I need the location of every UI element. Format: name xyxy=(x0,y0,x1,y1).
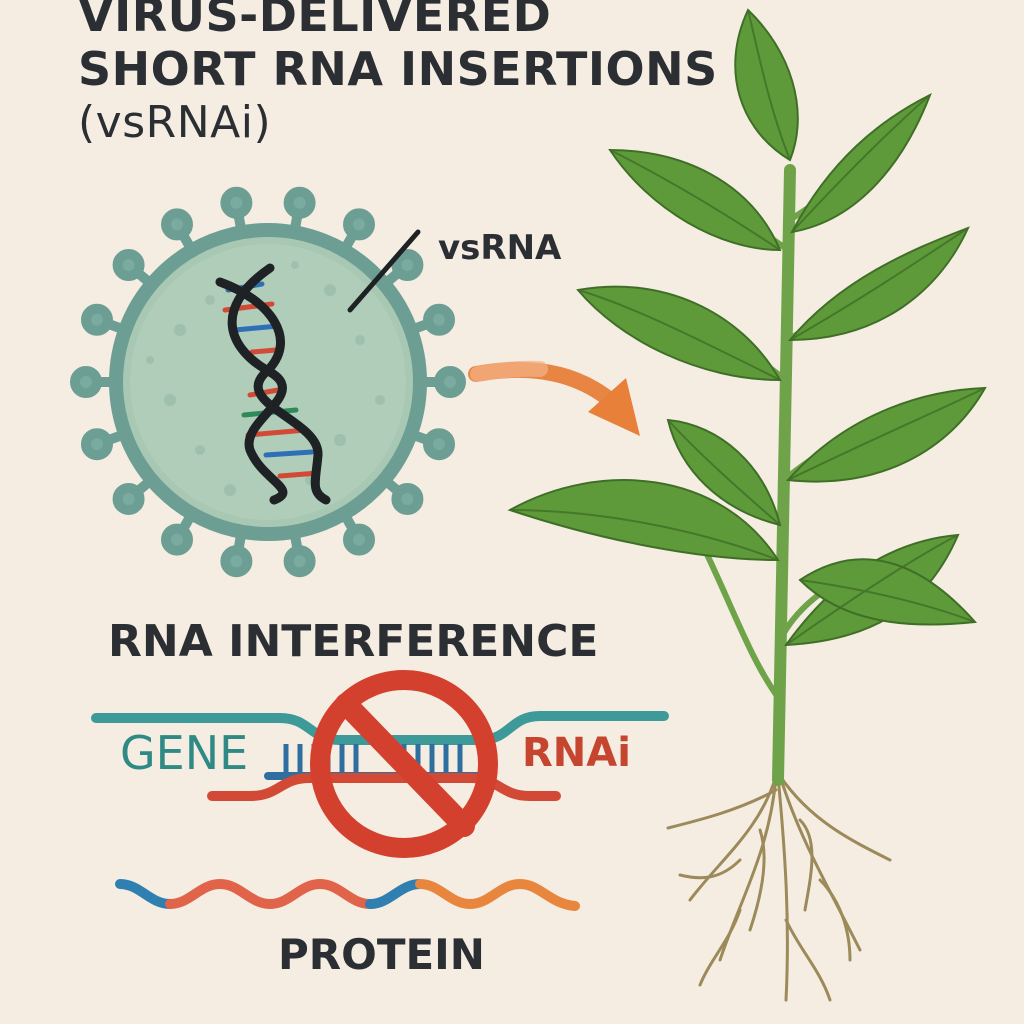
roots xyxy=(666,774,892,1002)
rnai-label: RNAi xyxy=(522,730,631,776)
title-line-1: VIRUS-DELIVERED xyxy=(78,0,552,42)
title-line-2: SHORT RNA INSERTIONS xyxy=(78,42,718,96)
virus-spike-tip xyxy=(70,366,102,398)
vsrna-label: vsRNA xyxy=(438,228,562,268)
virus-icon xyxy=(70,186,466,578)
virus-spike-tip xyxy=(283,186,316,219)
virus-spike-tip xyxy=(161,523,193,556)
virus-spike-tip xyxy=(112,482,145,515)
dna-helix-icon xyxy=(215,263,331,505)
protein-wave xyxy=(115,878,580,911)
arrow-icon xyxy=(468,360,640,436)
title-block: VIRUS-DELIVERED SHORT RNA INSERTIONS (vs… xyxy=(78,0,718,150)
virus-spike-tip xyxy=(343,208,375,241)
virus-spike-tip xyxy=(391,249,424,282)
plant-icon xyxy=(507,8,987,1002)
virus-spike-tip xyxy=(423,428,456,461)
virus-spike-tip xyxy=(343,523,375,556)
virus-spike-tip xyxy=(80,303,113,336)
rnai-strand xyxy=(207,773,561,801)
virus-spike-tip xyxy=(112,249,145,282)
virus-spike-tip xyxy=(80,428,113,461)
virus-spike-tip xyxy=(220,545,253,578)
prohibit-icon xyxy=(310,670,498,858)
virus-spike-tip xyxy=(434,366,466,398)
gene-label: GENE xyxy=(120,726,249,780)
gene-strand xyxy=(91,711,669,745)
protein-label: PROTEIN xyxy=(278,930,485,979)
virus-spike-tip xyxy=(283,545,316,578)
virus-spike-tip xyxy=(220,186,253,219)
virus-spike-tip xyxy=(391,482,424,515)
title-line-3: (vsRNAi) xyxy=(78,97,272,148)
rna-interference-heading: RNA INTERFERENCE xyxy=(108,616,599,667)
virus-spike-tip xyxy=(161,208,193,241)
vsrna-pointer xyxy=(347,229,421,313)
virus-spike-tip xyxy=(423,303,456,336)
